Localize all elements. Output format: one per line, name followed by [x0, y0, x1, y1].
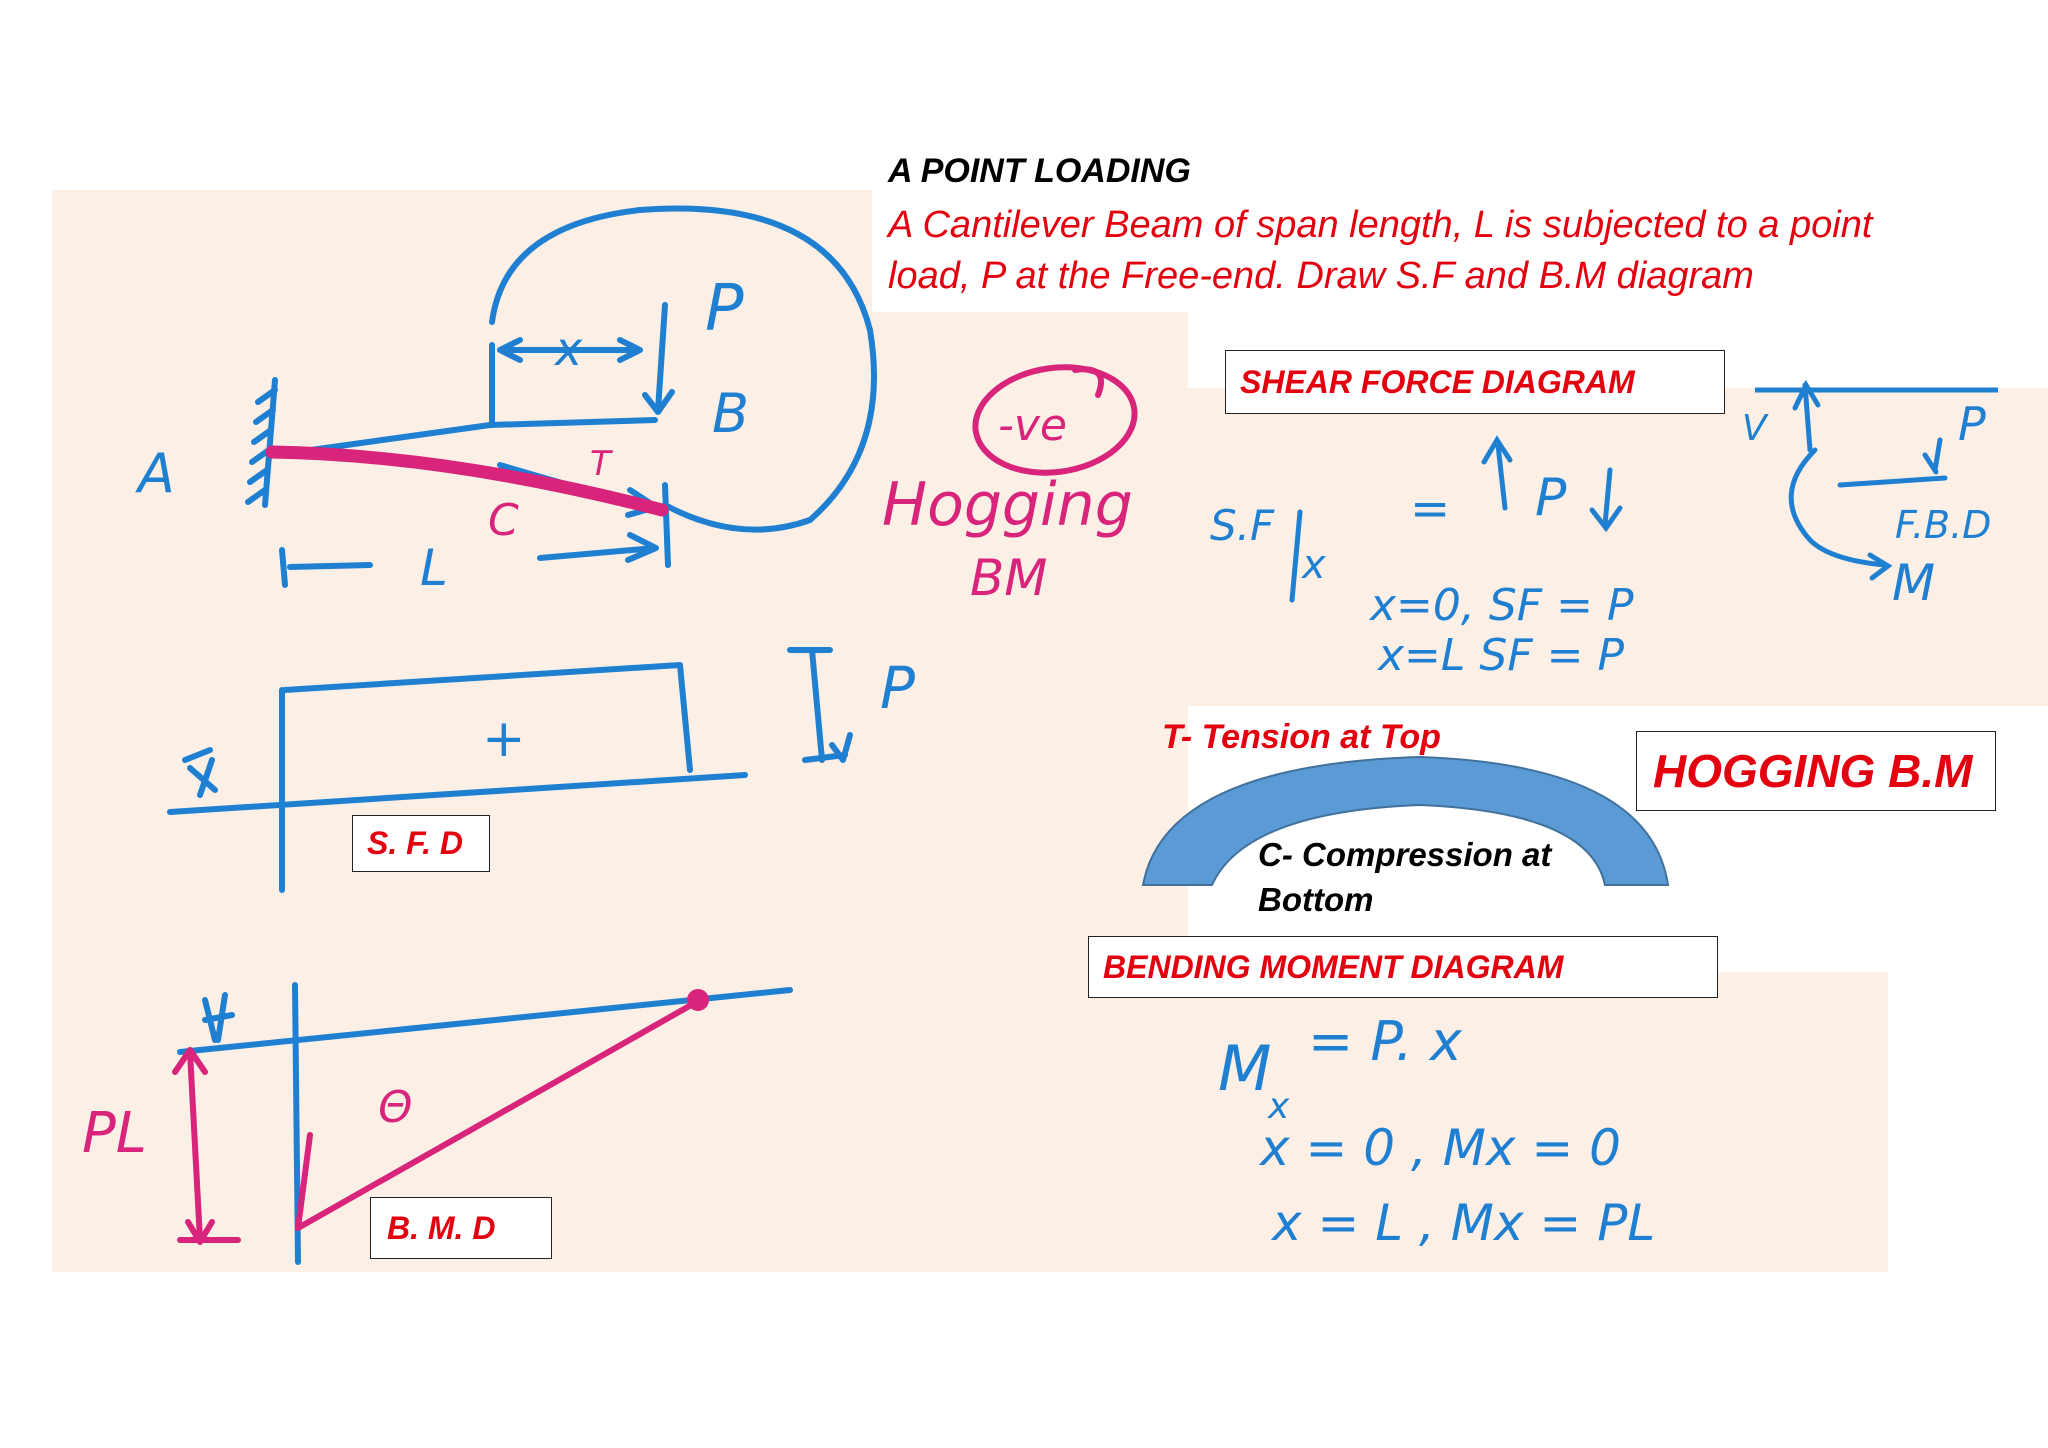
label-p: P	[705, 272, 744, 346]
negative-ellipse	[972, 364, 1138, 476]
sf-down-arrow	[1589, 467, 1623, 533]
shear-force-diagram-box: SHEAR FORCE DIAGRAM	[1225, 350, 1725, 414]
sfd-plus: +	[482, 709, 526, 769]
label-b: B	[712, 382, 749, 445]
bm-rhs: = P. x	[1308, 1010, 1463, 1073]
load-arrow	[642, 302, 675, 415]
sfd-left-symbol	[182, 747, 218, 798]
note-bm: BM	[970, 549, 1047, 607]
tension-label: T- Tension at Top	[1162, 718, 1441, 756]
beam-deflected	[265, 445, 669, 517]
sfd-box: S. F. D	[352, 815, 490, 872]
sf-sub: x	[1300, 542, 1326, 588]
label-c: C	[488, 495, 519, 546]
bmd-minus: Θ	[378, 1082, 413, 1133]
sf-line3: x=L SF = P	[1376, 630, 1624, 681]
bending-moment-diagram-box: BENDING MOMENT DIAGRAM	[1088, 936, 1718, 998]
callout-circle	[489, 205, 877, 533]
fbd-p: P	[1958, 397, 1986, 451]
fbd-label: F.B.D	[1895, 503, 1991, 547]
sfd-rectangle	[167, 662, 748, 893]
label-x: x	[553, 322, 583, 376]
fbd-diagram	[1788, 379, 1948, 581]
sf-bar	[1289, 509, 1303, 603]
bm-line3: x = L , Mx = PL	[1270, 1194, 1655, 1252]
fbd-m: M	[1892, 554, 1935, 612]
sf-line2: x=0, SF = P	[1368, 580, 1634, 631]
note-sign: -ve	[998, 400, 1067, 451]
sf-eq: =	[1410, 481, 1450, 537]
bmd-left-symbol	[202, 992, 235, 1043]
label-a: A	[135, 442, 175, 505]
problem-statement: A Cantilever Beam of span length, L is s…	[888, 204, 1873, 297]
bm-line2: x = 0 , Mx = 0	[1258, 1119, 1621, 1177]
l-dimension	[279, 482, 671, 588]
note-hogging: Hogging	[882, 470, 1133, 540]
hogging-arch	[1141, 755, 1670, 886]
page-heading: A POINT LOADING	[888, 152, 1191, 190]
fixed-support	[245, 377, 278, 508]
sfd-p-dimension	[787, 647, 853, 763]
sketch-paper-left	[52, 190, 872, 1272]
fbd-v: V	[1742, 408, 1769, 449]
sketch-paper-bm	[1090, 972, 1888, 1272]
bmd-pl: PL	[82, 1101, 147, 1166]
sf-rhs: P	[1535, 468, 1567, 528]
compression-label: C- Compression at Bottom	[1258, 836, 1552, 918]
bmd-triangle	[295, 997, 703, 1231]
label-l: L	[420, 539, 448, 597]
sfd-p: P	[880, 654, 915, 722]
bmd-box: B. M. D	[370, 1197, 552, 1259]
bm-lhs: M	[1218, 1032, 1272, 1105]
x-dimension	[489, 337, 643, 428]
hogging-bm-box: HOGGING B.M	[1636, 731, 1996, 811]
bm-sub: x	[1267, 1086, 1290, 1127]
sketch-paper-sf	[1188, 388, 2048, 706]
bmd-pl-dimension	[172, 1047, 241, 1245]
sf-up-arrow	[1481, 435, 1513, 511]
sf-lhs: S.F	[1210, 501, 1275, 550]
label-t: T	[590, 444, 613, 484]
